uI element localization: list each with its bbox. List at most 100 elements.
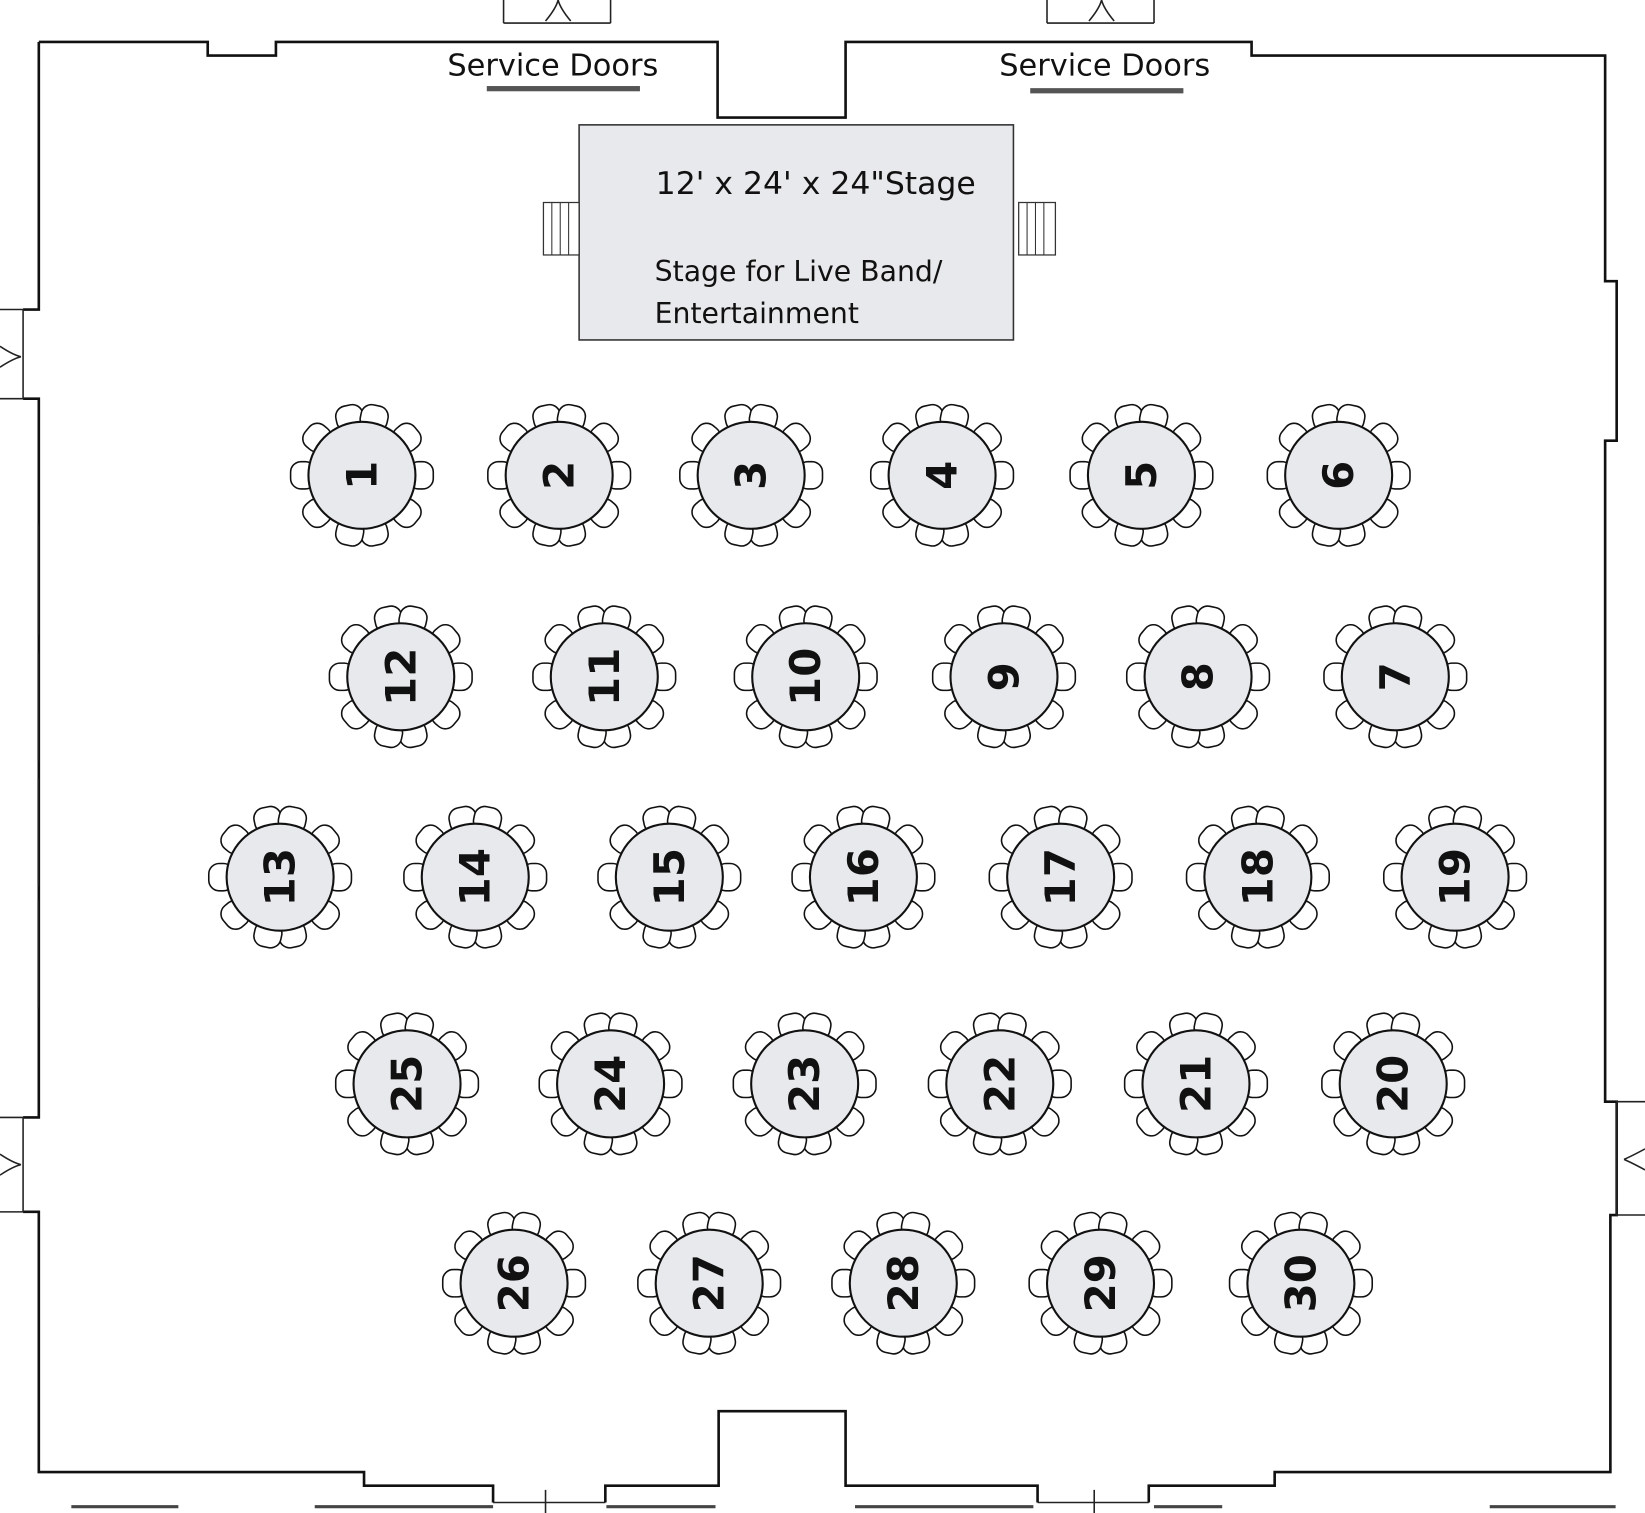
table-24[interactable]: 24 <box>538 1011 683 1156</box>
table-number: 3 <box>727 461 776 490</box>
table-top <box>1141 1029 1251 1139</box>
table-12[interactable]: 12 <box>328 604 473 749</box>
table-top <box>549 622 659 732</box>
table-6[interactable]: 6 <box>1266 403 1411 548</box>
table-top <box>654 1228 764 1338</box>
table-top <box>556 1029 666 1139</box>
stage[interactable]: 12' x 24' x 24"Stage Stage for Live Band… <box>542 124 1057 341</box>
table-top <box>1338 1029 1448 1139</box>
table-top <box>346 622 456 732</box>
table-11[interactable]: 11 <box>532 604 677 749</box>
table-13[interactable]: 13 <box>207 805 353 950</box>
table-28[interactable]: 28 <box>831 1211 976 1356</box>
table-21[interactable]: 21 <box>1123 1011 1269 1156</box>
table-top <box>1143 622 1253 732</box>
stage-platform <box>578 124 1015 341</box>
table-4[interactable]: 4 <box>869 403 1015 548</box>
table-number: 17 <box>1036 848 1085 906</box>
table-top <box>1340 622 1450 732</box>
table-number: 26 <box>490 1254 539 1312</box>
table-number: 11 <box>580 648 629 706</box>
table-top <box>949 622 1059 732</box>
table-5[interactable]: 5 <box>1069 403 1214 548</box>
table-top <box>504 420 614 530</box>
table-top <box>848 1228 958 1338</box>
table-number: 2 <box>535 461 584 490</box>
table-top <box>307 420 417 530</box>
table-number: 5 <box>1117 461 1166 490</box>
stage-description-line2: Entertainment <box>655 297 859 330</box>
table-number: 14 <box>451 848 500 906</box>
table-16[interactable]: 16 <box>791 805 936 950</box>
table-25[interactable]: 25 <box>334 1011 480 1156</box>
table-number: 25 <box>383 1055 432 1113</box>
table-number: 9 <box>979 662 1028 691</box>
table-10[interactable]: 10 <box>733 604 878 749</box>
table-top <box>1246 1228 1356 1338</box>
table-2[interactable]: 2 <box>487 403 632 548</box>
table-number: 20 <box>1369 1055 1418 1113</box>
table-17[interactable]: 17 <box>988 805 1133 950</box>
table-top <box>352 1029 462 1139</box>
table-number: 12 <box>376 648 425 706</box>
table-top <box>420 822 530 932</box>
table-top <box>808 822 918 932</box>
table-23[interactable]: 23 <box>732 1011 877 1156</box>
table-top <box>751 622 861 732</box>
table-number: 24 <box>586 1055 635 1113</box>
service-doors-left[interactable]: Service Doors <box>447 49 658 92</box>
table-top <box>1045 1228 1156 1338</box>
table-number: 8 <box>1174 662 1223 691</box>
table-3[interactable]: 3 <box>679 403 824 548</box>
table-number: 19 <box>1431 848 1480 906</box>
stage-steps-left-icon <box>542 201 580 256</box>
service-doors-underline <box>486 86 640 92</box>
table-8[interactable]: 8 <box>1125 604 1271 749</box>
table-top <box>696 420 806 530</box>
service-doors-underline <box>1030 88 1184 94</box>
table-15[interactable]: 15 <box>597 805 742 950</box>
table-number: 21 <box>1171 1055 1220 1113</box>
table-number: 27 <box>685 1254 734 1312</box>
table-number: 23 <box>780 1055 829 1113</box>
table-number: 30 <box>1276 1254 1325 1312</box>
service-doors-right[interactable]: Service Doors <box>999 49 1210 94</box>
table-top <box>945 1029 1055 1139</box>
stage-steps-right-icon <box>1018 201 1057 256</box>
table-27[interactable]: 27 <box>637 1211 782 1356</box>
service-doors-label: Service Doors <box>999 49 1210 84</box>
table-top <box>1086 420 1196 530</box>
table-26[interactable]: 26 <box>441 1211 587 1356</box>
table-number: 4 <box>918 461 967 490</box>
table-number: 28 <box>879 1254 928 1312</box>
table-number: 1 <box>337 461 386 490</box>
table-19[interactable]: 19 <box>1382 805 1528 950</box>
table-14[interactable]: 14 <box>403 805 548 950</box>
stage-title: 12' x 24' x 24"Stage <box>656 166 976 202</box>
table-number: 18 <box>1233 848 1282 906</box>
table-top <box>614 822 724 932</box>
service-doors-label: Service Doors <box>447 49 658 84</box>
table-29[interactable]: 29 <box>1028 1211 1173 1356</box>
table-number: 7 <box>1371 662 1420 691</box>
table-top <box>459 1228 569 1338</box>
table-number: 22 <box>975 1055 1024 1113</box>
table-9[interactable]: 9 <box>931 604 1077 749</box>
table-number: 15 <box>645 848 694 906</box>
table-top <box>1006 822 1116 932</box>
table-number: 13 <box>256 848 305 906</box>
table-18[interactable]: 18 <box>1185 805 1331 950</box>
table-7[interactable]: 7 <box>1323 604 1468 749</box>
table-22[interactable]: 22 <box>927 1011 1072 1156</box>
stage-description-line1: Stage for Live Band/ <box>655 255 943 288</box>
table-20[interactable]: 20 <box>1321 1011 1466 1156</box>
table-top <box>887 420 997 530</box>
table-1[interactable]: 1 <box>289 403 435 548</box>
table-top <box>225 822 335 932</box>
table-30[interactable]: 30 <box>1228 1211 1374 1356</box>
table-number: 29 <box>1076 1254 1125 1312</box>
table-number: 6 <box>1314 461 1363 490</box>
